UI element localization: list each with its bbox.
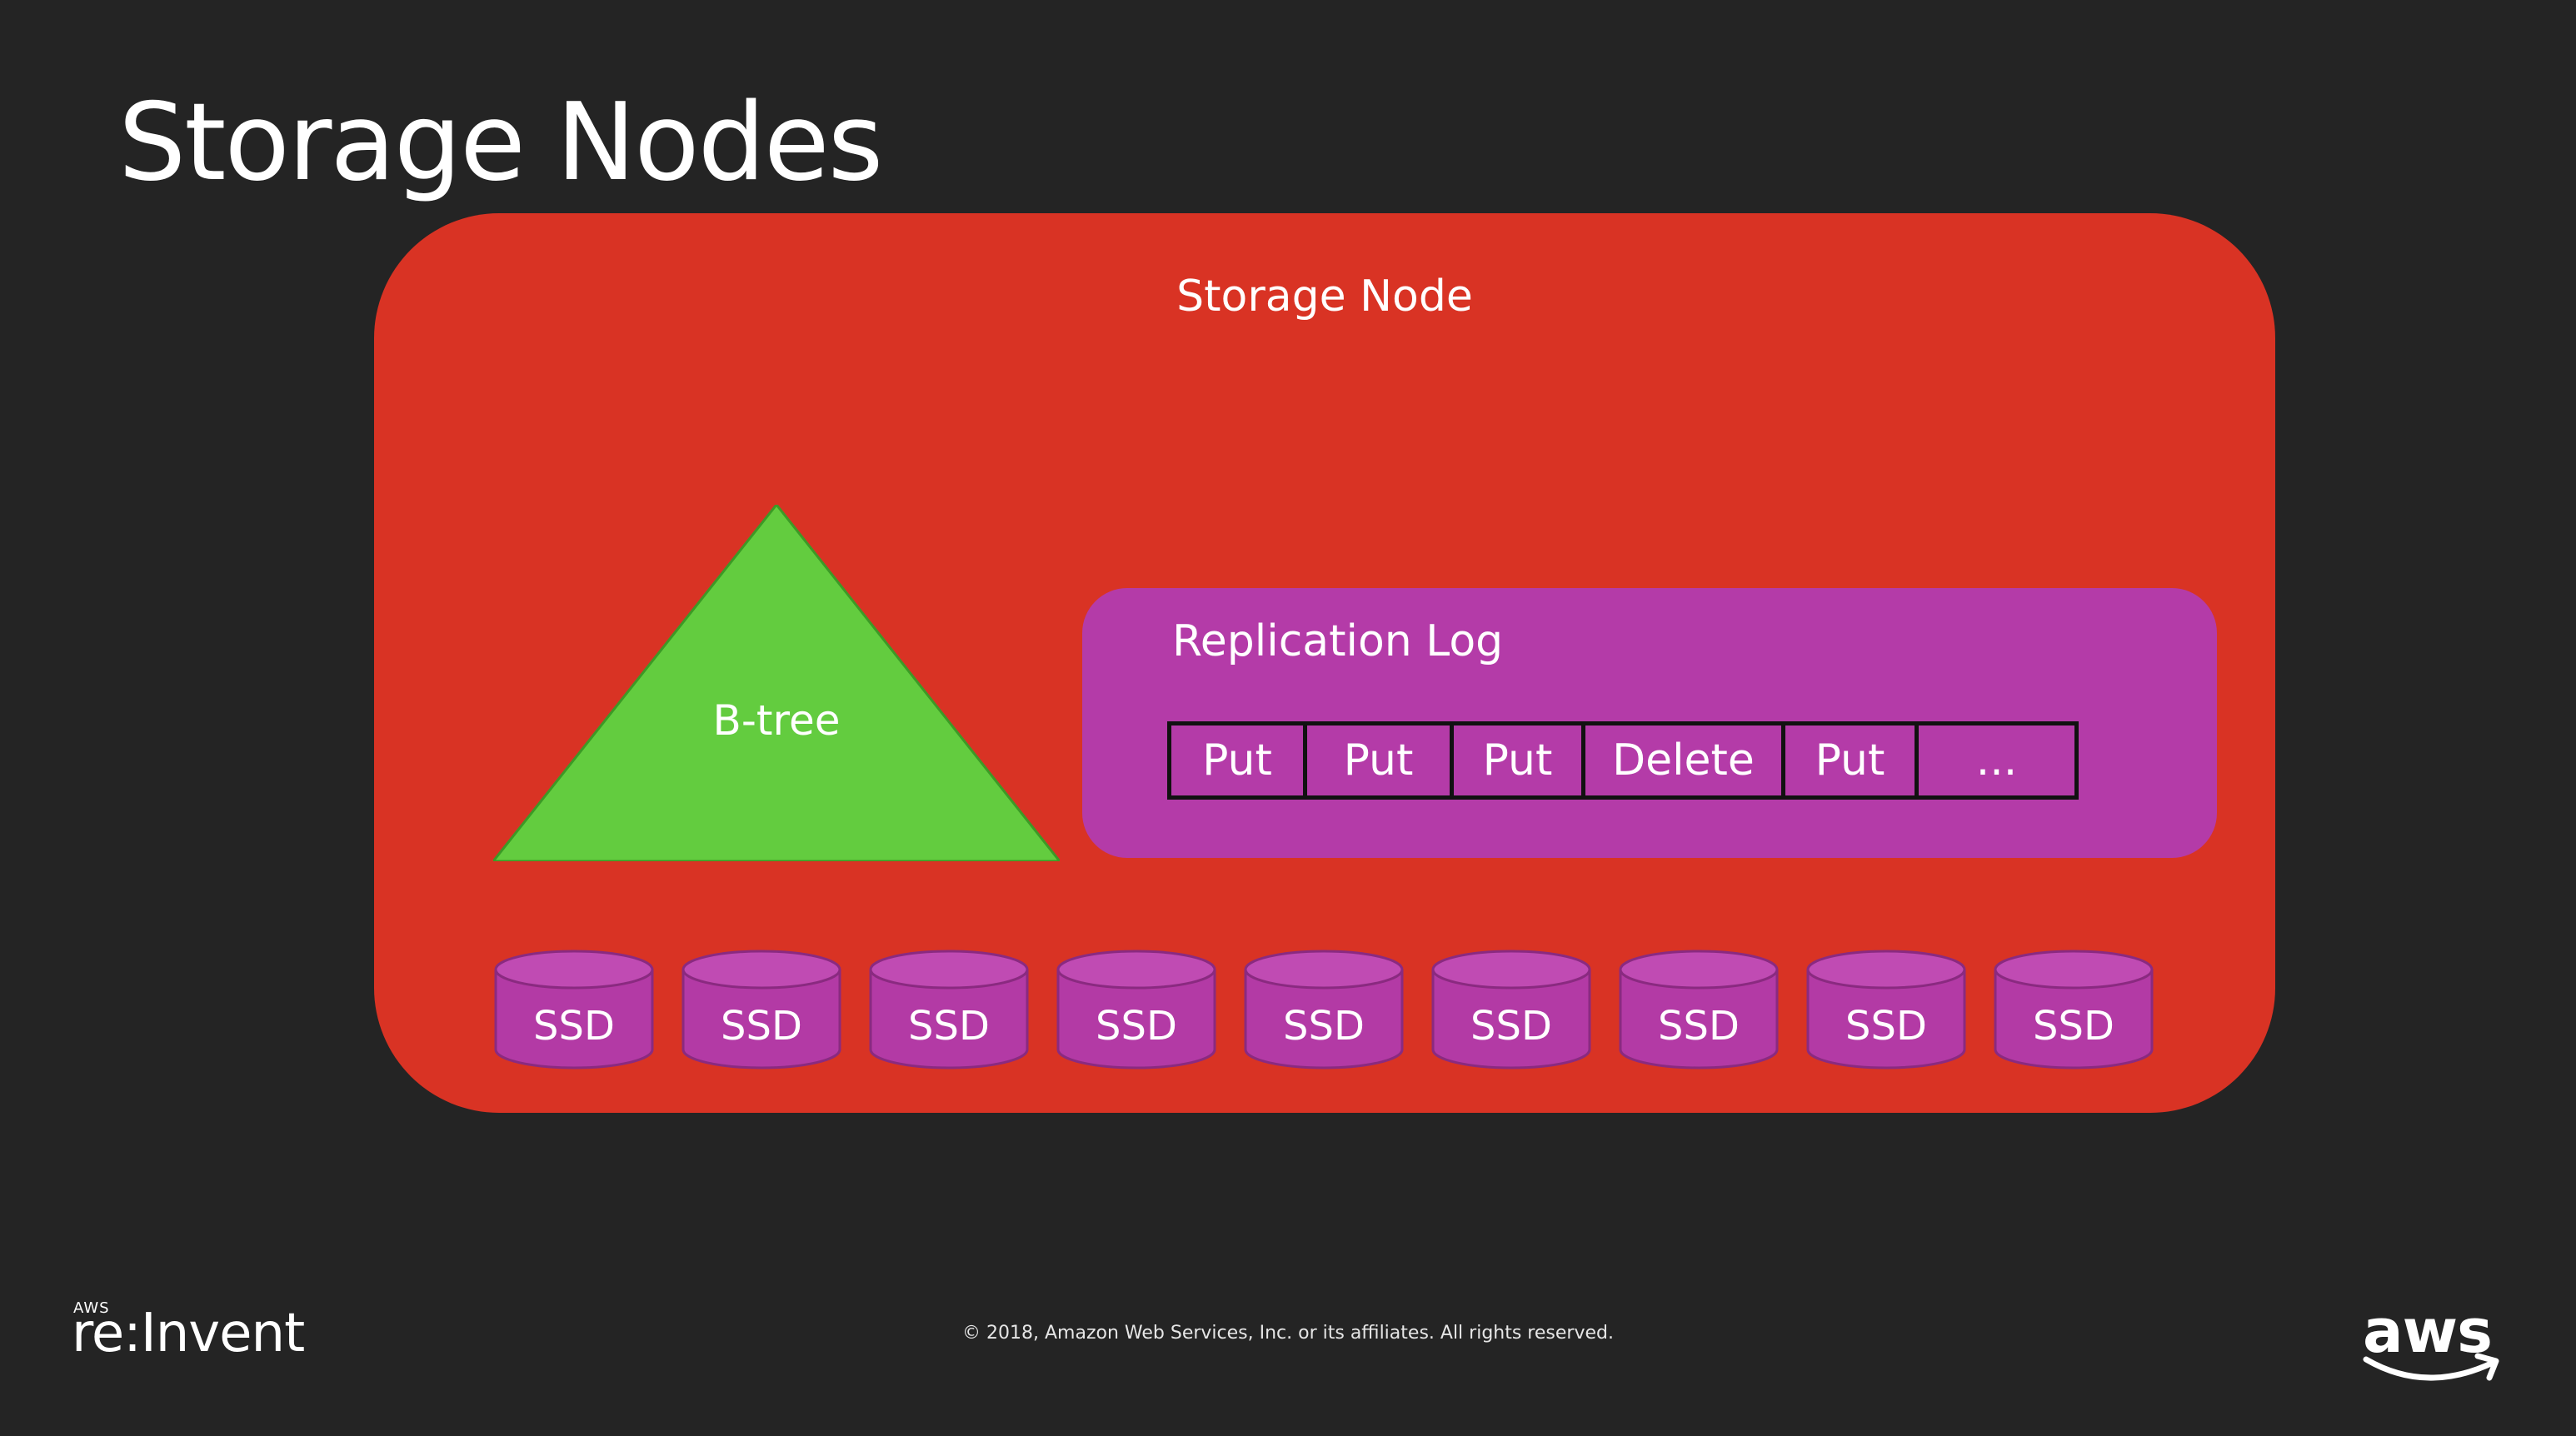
log-entry: Delete bbox=[1581, 725, 1781, 795]
aws-logo: aws bbox=[2359, 1296, 2509, 1396]
ssd-cylinder: SSD bbox=[1056, 950, 1217, 1070]
storage-node-label: Storage Node bbox=[1176, 272, 1473, 322]
ssd-row: SSD SSD SSD SSD SSD SSD SSD SSD SSD bbox=[493, 950, 2154, 1070]
ssd-cylinder-icon bbox=[681, 950, 841, 1070]
ssd-cylinder-icon bbox=[1619, 950, 1779, 1070]
aws-logo-text: aws bbox=[2363, 1296, 2493, 1366]
ssd-cylinder-icon bbox=[494, 950, 654, 1070]
log-entry: Put bbox=[1202, 735, 1272, 785]
ssd-cylinder: SSD bbox=[1993, 950, 2154, 1070]
ssd-cylinder: SSD bbox=[1618, 950, 1780, 1070]
aws-smile-icon bbox=[2363, 1353, 2499, 1381]
ssd-cylinder-icon bbox=[869, 950, 1029, 1070]
ssd-label: SSD bbox=[1283, 1003, 1365, 1050]
ssd-cylinder: SSD bbox=[681, 950, 842, 1070]
log-entry: ... bbox=[1915, 725, 2074, 795]
replication-log-box: Replication Log Put Put Put Delete Put .… bbox=[1082, 588, 2217, 858]
copyright-notice: © 2018, Amazon Web Services, Inc. or its… bbox=[962, 1323, 1614, 1344]
btree-label: B-tree bbox=[712, 696, 841, 745]
ssd-cylinder: SSD bbox=[1430, 950, 1592, 1070]
ssd-label: SSD bbox=[533, 1003, 615, 1050]
ssd-label: SSD bbox=[1658, 1003, 1740, 1050]
ssd-cylinder: SSD bbox=[1805, 950, 1967, 1070]
ssd-cylinder-icon bbox=[1994, 950, 2154, 1070]
ssd-label: SSD bbox=[2033, 1003, 2114, 1050]
reinvent-logo: AWS re:Invent bbox=[72, 1291, 305, 1364]
ssd-label: SSD bbox=[908, 1003, 990, 1050]
ssd-cylinder-icon bbox=[1056, 950, 1216, 1070]
ssd-cylinder-icon bbox=[1431, 950, 1591, 1070]
ssd-cylinder: SSD bbox=[1243, 950, 1405, 1070]
log-entry: Put bbox=[1303, 725, 1450, 795]
log-entries: Put Put Put Delete Put ... bbox=[1167, 721, 2079, 800]
replication-log-label: Replication Log bbox=[1172, 616, 1504, 666]
ssd-cylinder-icon bbox=[1244, 950, 1404, 1070]
ssd-cylinder-icon bbox=[1806, 950, 1966, 1070]
ssd-label: SSD bbox=[1845, 1003, 1927, 1050]
ssd-label: SSD bbox=[1470, 1003, 1552, 1050]
ssd-cylinder: SSD bbox=[868, 950, 1030, 1070]
ssd-label: SSD bbox=[1096, 1003, 1177, 1050]
ssd-label: SSD bbox=[721, 1003, 802, 1050]
log-entry: Put bbox=[1450, 725, 1581, 795]
ssd-cylinder: SSD bbox=[493, 950, 655, 1070]
reinvent-logo-aws-small: AWS bbox=[73, 1299, 110, 1317]
btree-triangle bbox=[493, 505, 1060, 861]
slide-title: Storage Nodes bbox=[118, 81, 883, 205]
reinvent-logo-text: re:Invent bbox=[72, 1303, 305, 1364]
log-entry: Put bbox=[1781, 725, 1915, 795]
